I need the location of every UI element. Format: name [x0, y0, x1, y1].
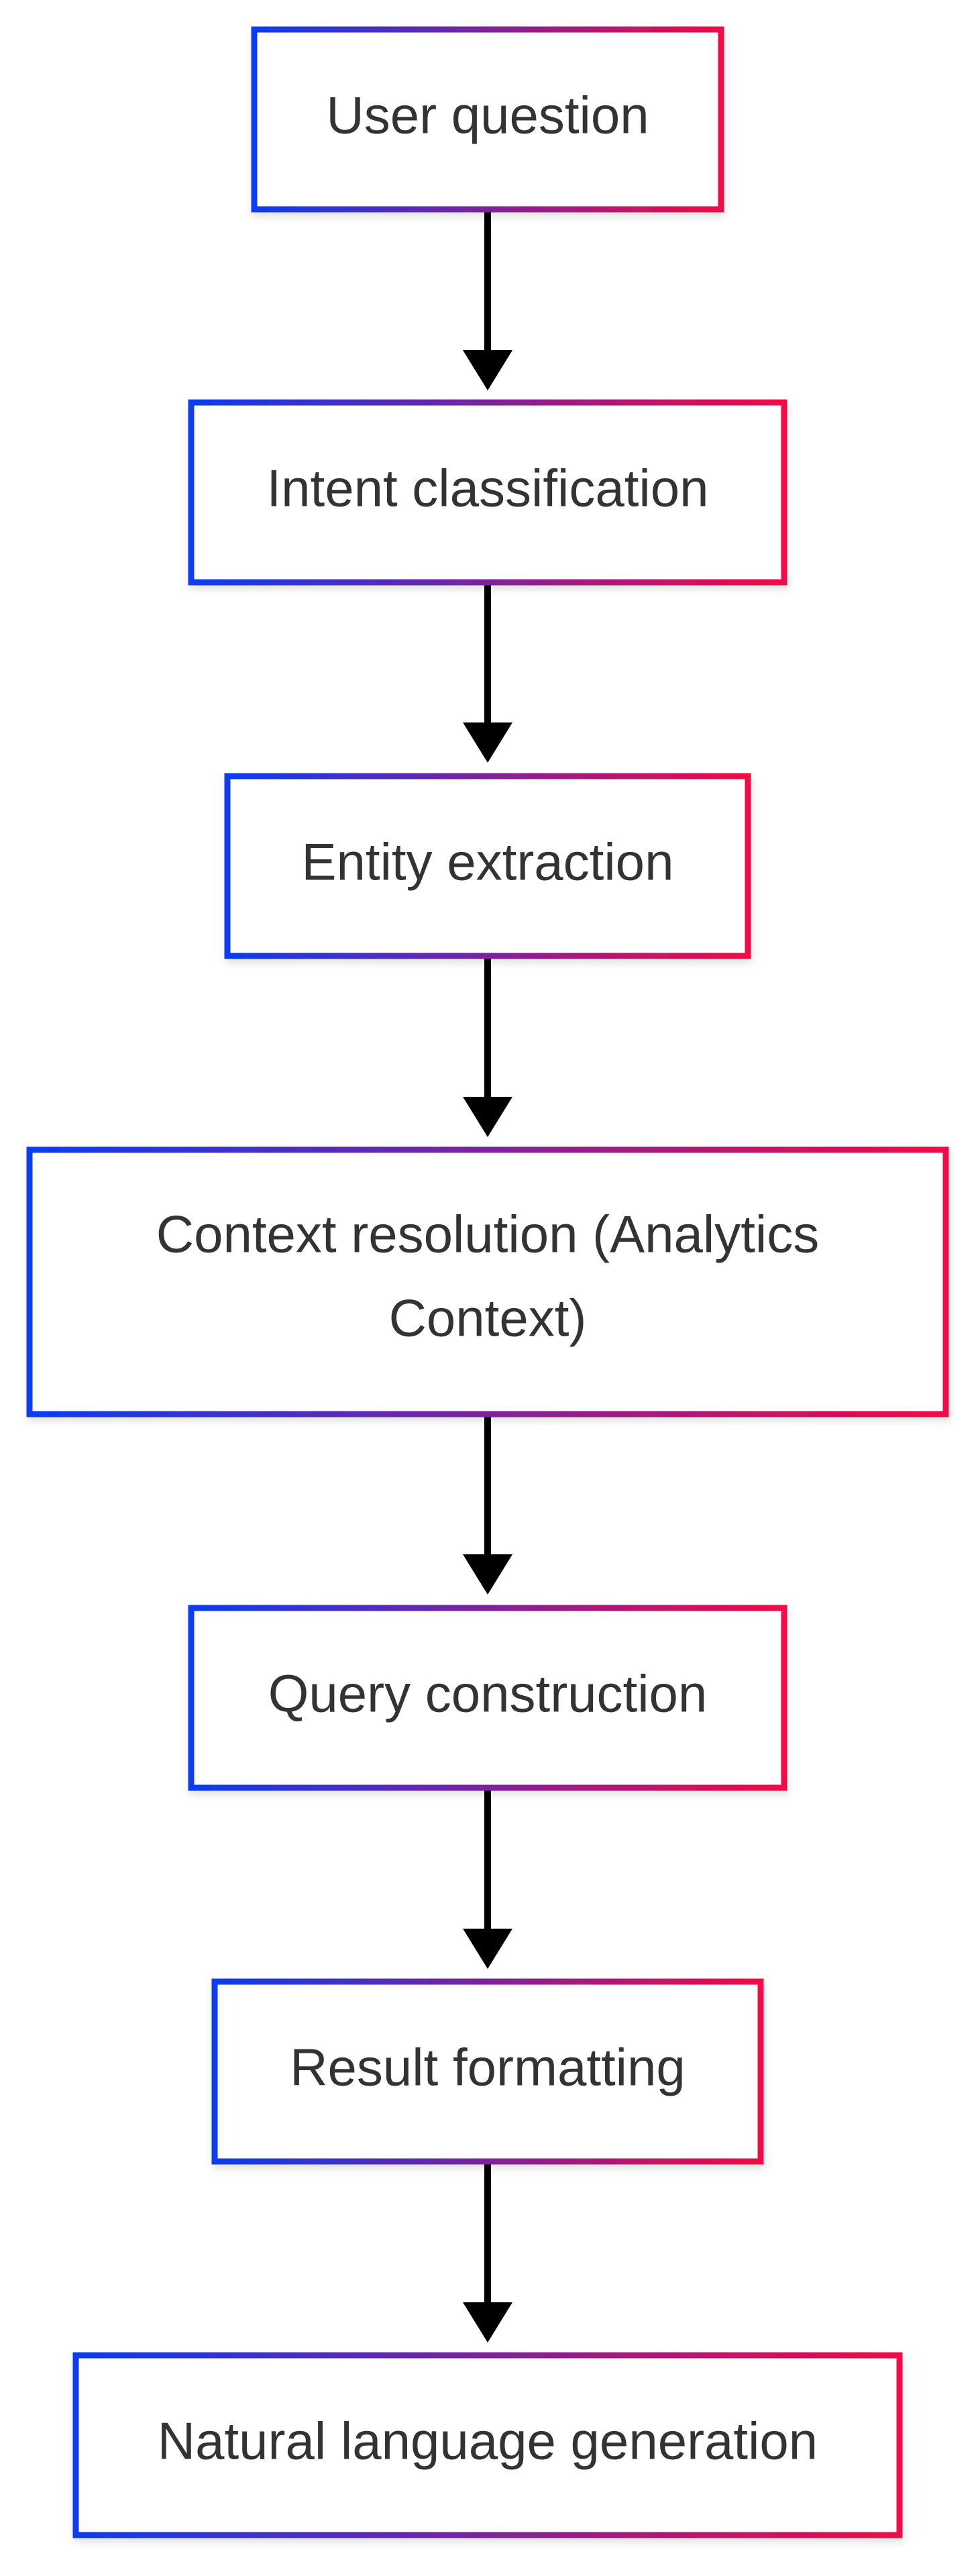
- node-user-question: User question: [251, 26, 724, 213]
- edge-intent-classification-to-entity-extraction: [463, 582, 512, 763]
- node-label-line-2: Context): [389, 1289, 587, 1348]
- flowchart-edges: [463, 209, 512, 2343]
- node-label: Query construction: [268, 1664, 708, 1723]
- node-entity-extraction: Entity extraction: [224, 773, 751, 959]
- node-result-formatting: Result formatting: [211, 1978, 764, 2165]
- node-label: Entity extraction: [302, 833, 674, 892]
- node-label: Intent classification: [266, 459, 708, 518]
- edge-context-resolution-to-query-construction: [463, 1414, 512, 1595]
- edge-user-question-to-intent-classification: [463, 209, 512, 390]
- node-label-line-1: Context resolution (Analytics: [156, 1205, 819, 1264]
- node-query-construction: Query construction: [188, 1605, 787, 1791]
- node-natural-language-generation: Natural language generation: [72, 2352, 903, 2538]
- edge-query-construction-to-result-formatting: [463, 1788, 512, 1969]
- flowchart-nodes: User question Intent classification Enti…: [26, 26, 949, 2538]
- node-intent-classification: Intent classification: [188, 399, 787, 586]
- edge-result-formatting-to-natural-language-generation: [463, 2161, 512, 2343]
- node-label: Natural language generation: [158, 2412, 818, 2471]
- node-context-resolution: Context resolution (Analytics Context): [26, 1146, 949, 1417]
- node-label: Result formatting: [290, 2038, 686, 2097]
- node-label: User question: [326, 86, 649, 145]
- edge-entity-extraction-to-context-resolution: [463, 956, 512, 1137]
